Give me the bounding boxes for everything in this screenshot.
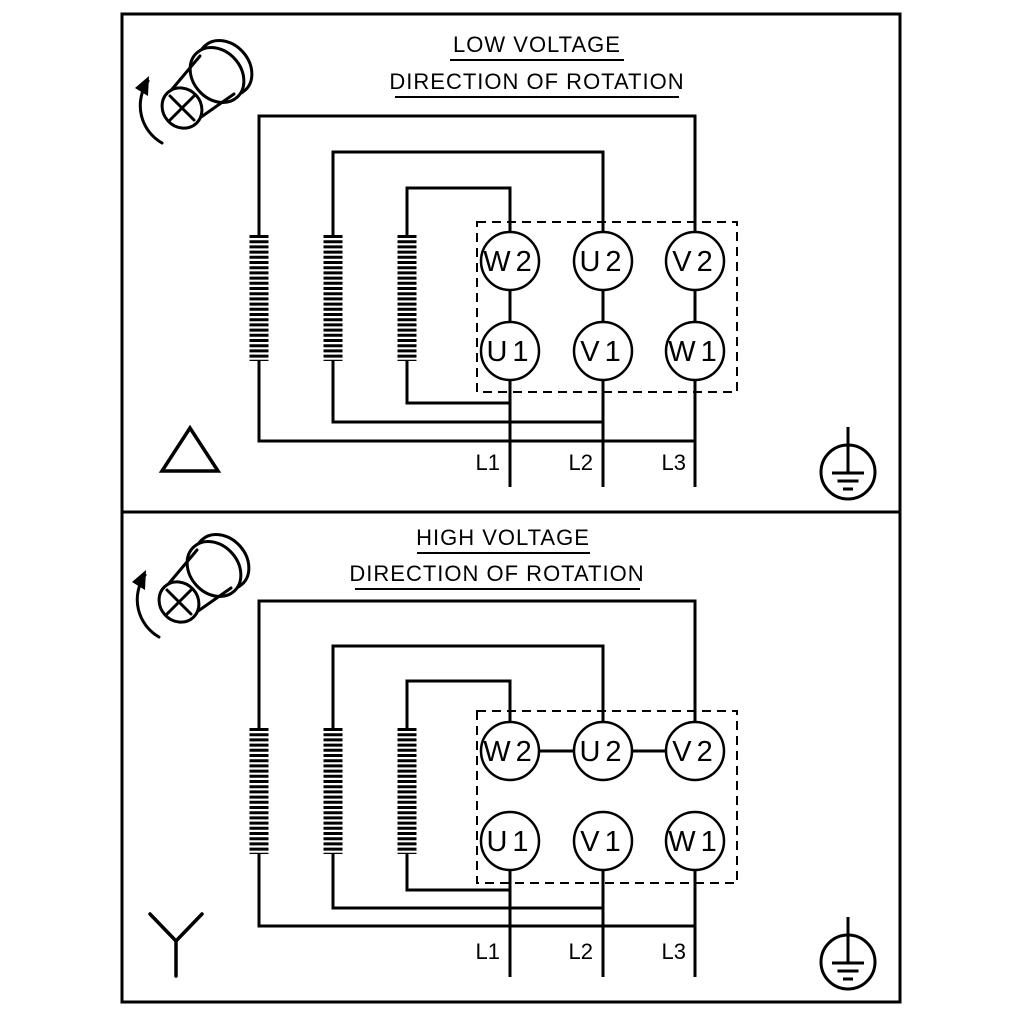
terminal-label: V2 — [672, 736, 717, 768]
terminal-label: U1 — [486, 826, 533, 858]
bottom-wiring — [257, 361, 697, 487]
panel-high-voltage: HIGH VOLTAGE DIRECTION OF ROTATION — [130, 522, 877, 991]
wire — [257, 361, 695, 443]
terminal-label: U2 — [579, 736, 626, 768]
terminal-label: U1 — [486, 336, 533, 368]
top-wiring — [257, 599, 697, 728]
panel-title: HIGH VOLTAGE — [416, 525, 590, 550]
line-label-l1: L1 — [476, 450, 500, 475]
wire — [405, 361, 510, 405]
winding-coils — [249, 235, 417, 361]
wire — [405, 854, 510, 892]
terminal-label: W2 — [483, 246, 537, 278]
terminal-label: W1 — [668, 826, 722, 858]
terminal-board-outline — [476, 221, 738, 393]
jumper-links — [508, 290, 697, 322]
panel-subtitle: DIRECTION OF ROTATION — [389, 69, 684, 94]
wire — [257, 114, 697, 235]
terminal-u2 — [572, 720, 634, 782]
wire — [331, 361, 603, 424]
diagram-border — [120, 12, 902, 1004]
line-label-l1: L1 — [476, 939, 500, 964]
terminals — [479, 230, 726, 382]
terminal-v1 — [572, 810, 634, 872]
wire — [257, 599, 697, 728]
panel-subtitle: DIRECTION OF ROTATION — [349, 561, 644, 586]
wire — [405, 186, 512, 235]
bottom-wiring — [257, 854, 697, 977]
panel-low-voltage: LOW VOLTAGE DIRECTION OF ROTATION — [133, 28, 877, 501]
wire — [331, 150, 605, 235]
line-label-l3: L3 — [662, 450, 686, 475]
delta-connection-icon — [158, 424, 222, 473]
wye-connection-icon — [148, 912, 204, 978]
terminal-label: W1 — [668, 336, 722, 368]
panel-title: LOW VOLTAGE — [453, 32, 621, 57]
line-label-l2: L2 — [569, 450, 593, 475]
terminal-label: V1 — [580, 336, 625, 368]
line-label-l3: L3 — [662, 939, 686, 964]
wire — [257, 854, 695, 928]
line-label-l2: L2 — [569, 939, 593, 964]
terminal-u1 — [479, 810, 541, 872]
terminals — [479, 720, 726, 872]
terminal-label: V2 — [672, 246, 717, 278]
terminal-label: V1 — [580, 826, 625, 858]
terminal-v2 — [664, 720, 726, 782]
terminal-label: W2 — [483, 736, 537, 768]
wire — [405, 679, 512, 728]
wire — [331, 854, 603, 910]
wire — [331, 644, 605, 728]
terminal-board-outline — [476, 710, 738, 884]
terminal-w2 — [479, 720, 541, 782]
winding-coils — [249, 728, 417, 854]
terminal-w1 — [664, 810, 726, 872]
top-wiring — [257, 114, 697, 235]
terminal-label: U2 — [579, 246, 626, 278]
